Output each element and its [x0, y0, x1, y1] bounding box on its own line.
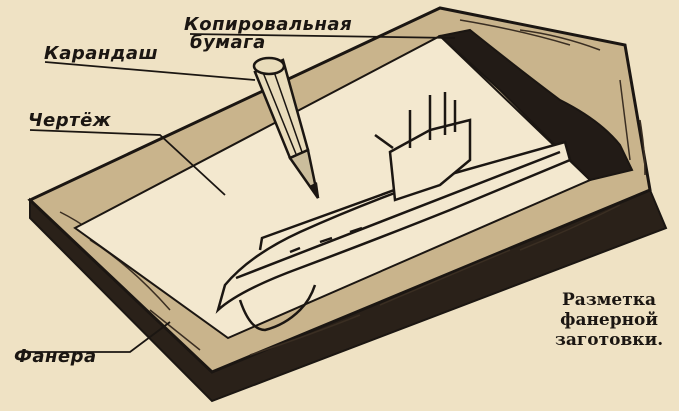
label-pencil: Карандаш — [44, 43, 159, 64]
label-drawing: Чертёж — [28, 110, 112, 131]
caption-line2: фанерной — [560, 310, 658, 330]
label-plywood: Фанера — [14, 346, 97, 367]
label-copy-paper-line2: бумага — [190, 32, 266, 53]
submarine-outline — [215, 92, 572, 332]
pencil — [252, 56, 320, 199]
leader-lines — [20, 33, 456, 353]
caption: Разметка фанерной заготовки. — [555, 290, 663, 350]
caption-line1: Разметка — [562, 290, 657, 310]
label-copy-paper-line1: Копировальная — [184, 14, 353, 35]
carbon-paper — [437, 28, 634, 182]
caption-line3: заготовки. — [555, 330, 664, 350]
